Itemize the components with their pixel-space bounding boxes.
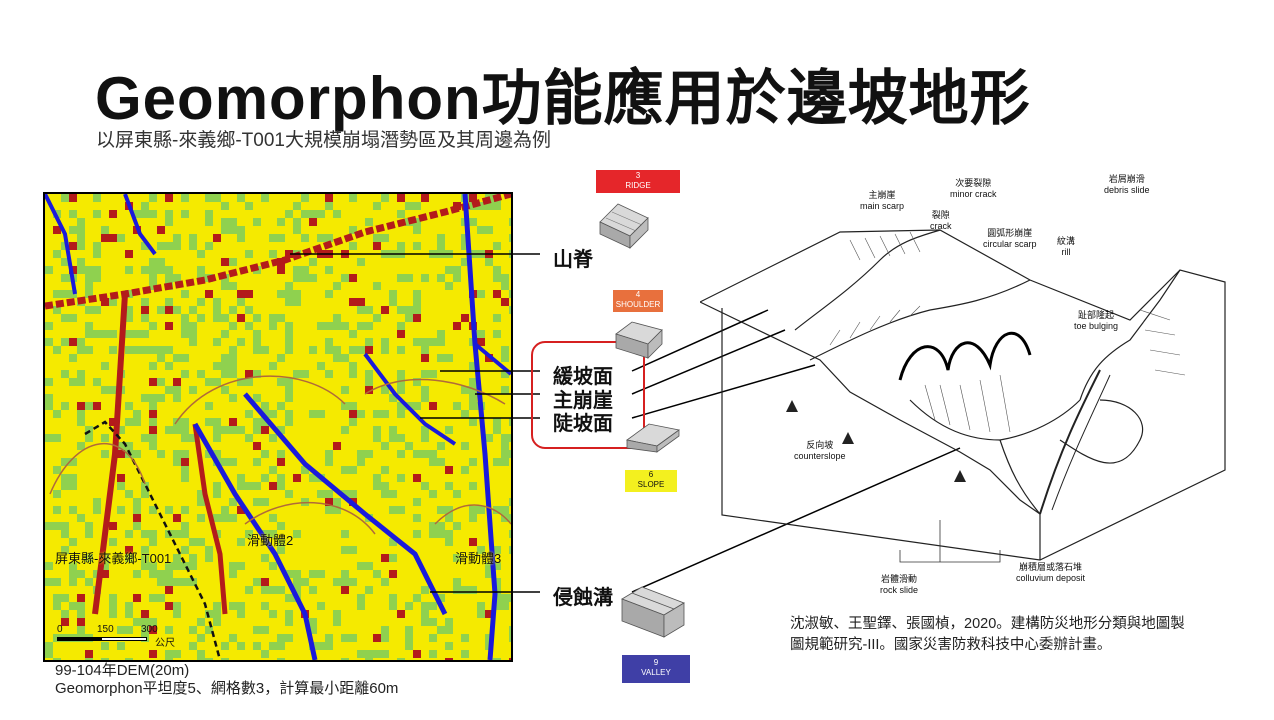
scale-zero: 0 — [57, 624, 63, 635]
page-subtitle: 以屏東縣-來義鄉-T001大規模崩塌潛勢區及其周邊為例 — [96, 130, 551, 151]
citation: 沈淑敏、王聖鐸、張國楨，2020。建構防災地形分類與地圖製 圖規範研究-III。… — [790, 614, 1185, 656]
scale-end: 300 — [141, 624, 158, 635]
scale-mid: 150 — [97, 624, 114, 635]
label-main-scarp: 主崩崖 — [553, 390, 613, 412]
map-label-site: 屏東縣-來義鄉-T001 — [55, 551, 172, 566]
map-label-slide2: 滑動體2 — [247, 533, 294, 548]
map-caption: 99-104年DEM(20m) Geomorphon平坦度5、網格數3，計算最小… — [55, 662, 398, 698]
highlight-box — [531, 341, 645, 449]
map-label-slide3: 滑動體3 — [455, 551, 502, 566]
label-ridge: 山脊 — [553, 249, 593, 271]
citation-line2: 圖規範研究-III。國家災害防救科技中心委辦計畫。 — [790, 637, 1112, 653]
label-steep-slope: 陡坡面 — [553, 413, 613, 435]
caption-line1: 99-104年DEM(20m) — [55, 662, 190, 679]
label-valley: 侵蝕溝 — [553, 587, 613, 609]
citation-line1: 沈淑敏、王聖鐸、張國楨，2020。建構防災地形分類與地圖製 — [790, 616, 1185, 632]
shoulder-block-icon — [615, 321, 663, 359]
label-shoulder: 緩坡面 — [553, 366, 613, 388]
geomorphon-map: 屏東縣-來義鄉-T001 滑動體2 滑動體3 0 150 300 公尺 — [43, 192, 513, 662]
ridge-block-icon — [599, 203, 649, 249]
page-title: Geomorphon功能應用於邊坡地形 — [95, 65, 1031, 132]
scale-unit: 公尺 — [155, 638, 175, 649]
slope-block-icon — [626, 423, 680, 453]
caption-line2: Geomorphon平坦度5、網格數3，計算最小距離60m — [55, 680, 399, 697]
landslide-diagram-drawing — [699, 229, 1226, 563]
scale-bar: 0 150 300 公尺 — [57, 624, 177, 649]
geomorphon-raster — [45, 194, 511, 660]
valley-block-icon — [621, 586, 685, 638]
